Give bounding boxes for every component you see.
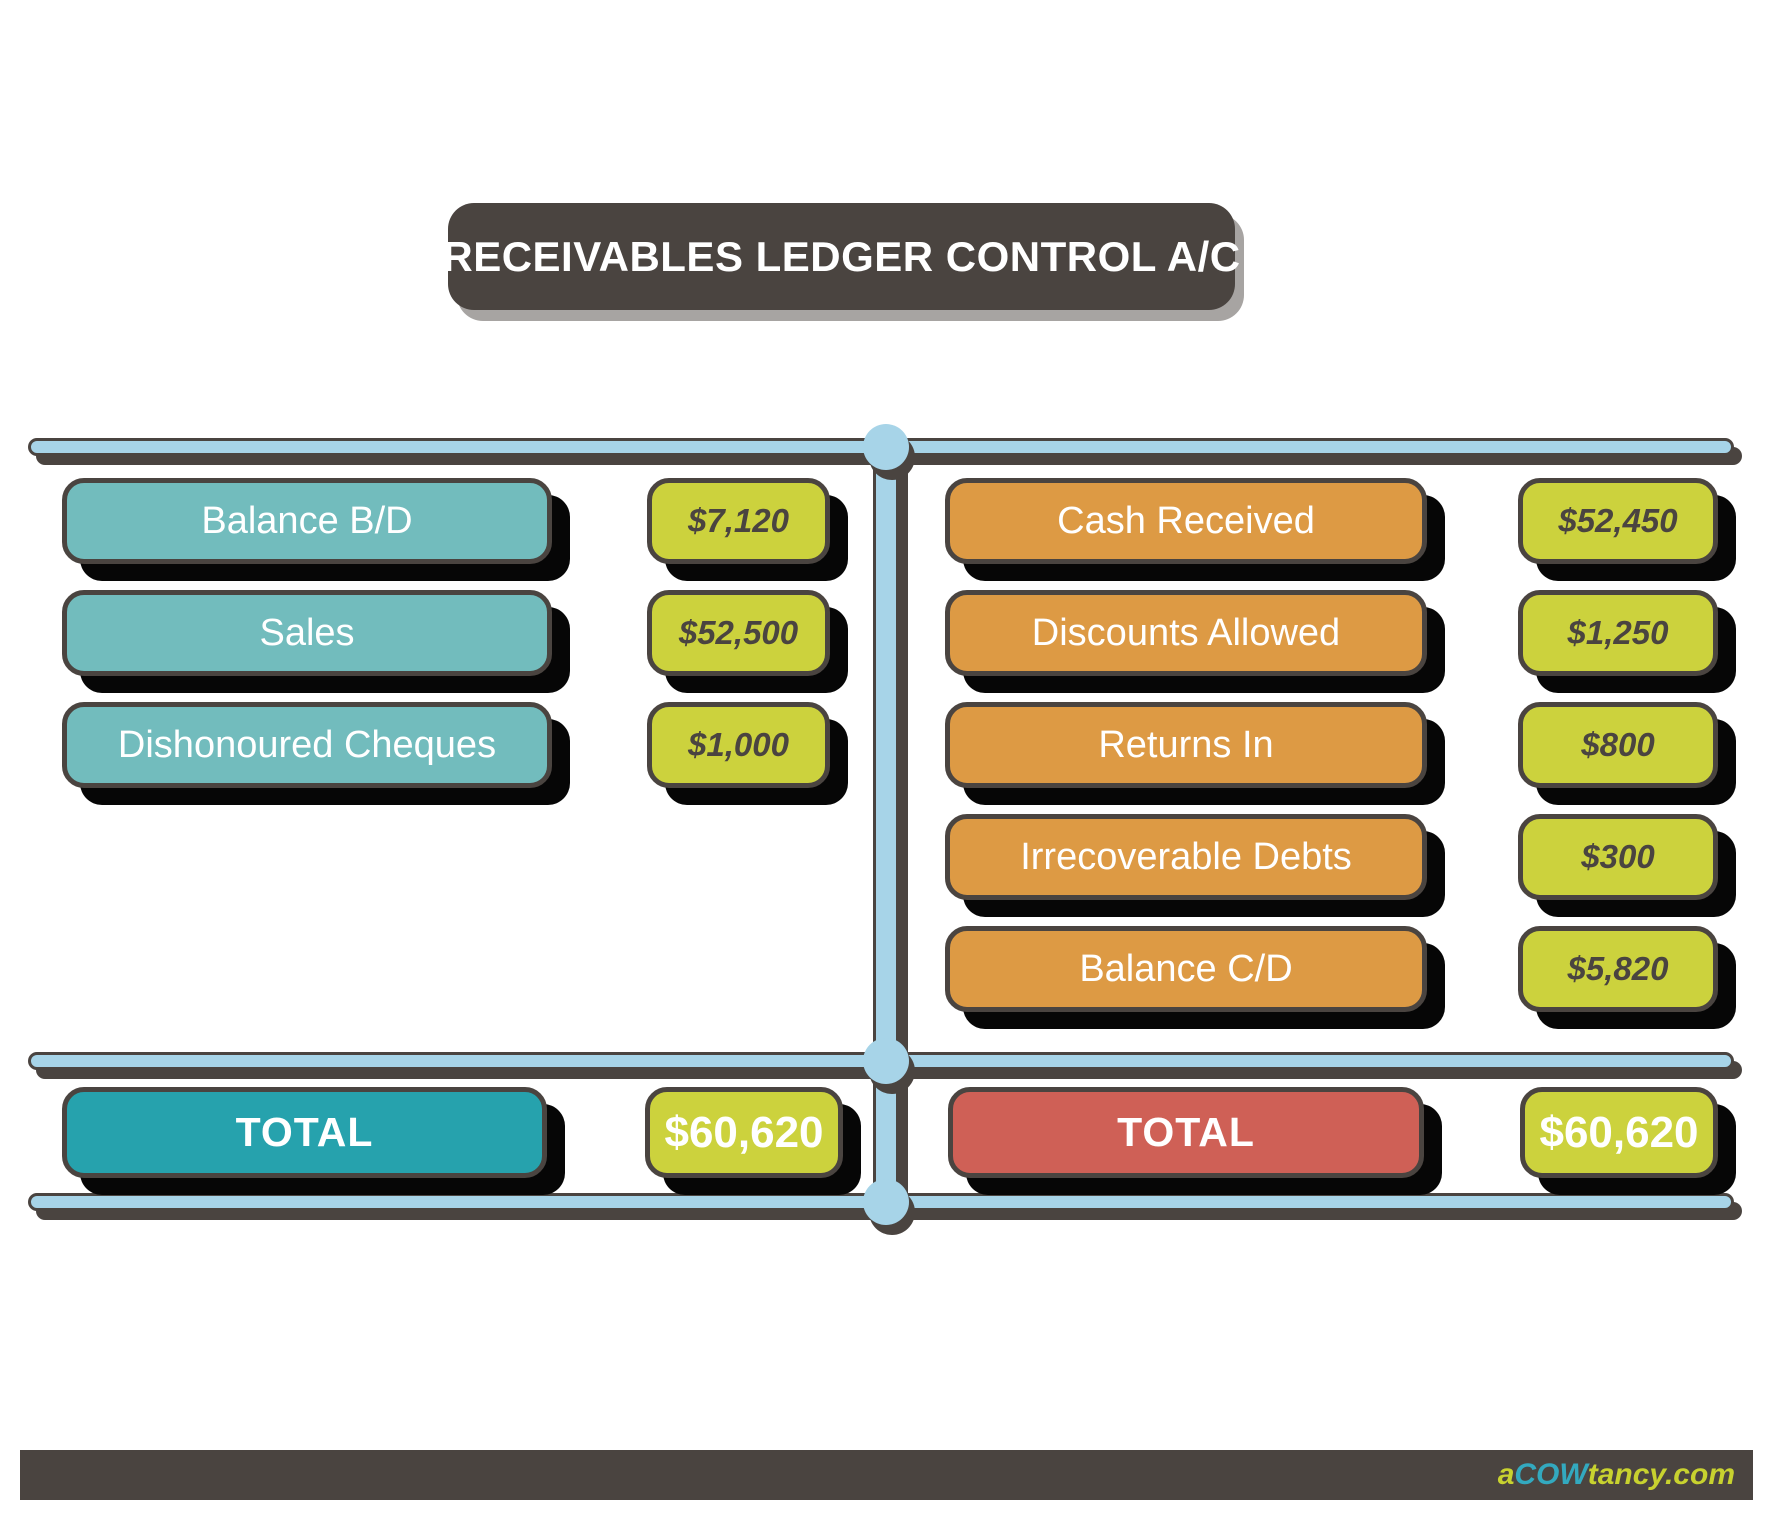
credit-total-value: $60,620 <box>1520 1087 1718 1178</box>
footer-bar: aCOWtancy.com <box>20 1450 1753 1500</box>
debit-row-label: Sales <box>62 590 552 676</box>
connector-node-bottom <box>863 1179 909 1225</box>
debit-total-value: $60,620 <box>645 1087 843 1178</box>
debit-total-label: TOTAL <box>62 1087 547 1178</box>
credit-row-label: Balance C/D <box>945 926 1427 1012</box>
debit-row-label: Balance B/D <box>62 478 552 564</box>
credit-row-value: $800 <box>1518 702 1718 788</box>
logo-prefix: a <box>1497 1458 1515 1491</box>
credit-row-value: $52,450 <box>1518 478 1718 564</box>
logo-highlight: COW <box>1514 1458 1588 1491</box>
center-divider-line <box>873 438 899 1212</box>
debit-row-label: Dishonoured Cheques <box>62 702 552 788</box>
debit-row-value: $1,000 <box>647 702 830 788</box>
acowtancy-logo: aCOWtancy.com <box>1498 1460 1735 1490</box>
logo-suffix: tancy.com <box>1587 1458 1735 1491</box>
credit-row-value: $300 <box>1518 814 1718 900</box>
connector-node-middle <box>863 1038 909 1084</box>
credit-total-label: TOTAL <box>948 1087 1424 1178</box>
diagram-title: RECEIVABLES LEDGER CONTROL A/C <box>442 203 1240 310</box>
connector-node-top <box>863 424 909 470</box>
debit-row-value: $52,500 <box>647 590 830 676</box>
credit-row-value: $1,250 <box>1518 590 1718 676</box>
credit-row-label: Discounts Allowed <box>945 590 1427 676</box>
credit-row-value: $5,820 <box>1518 926 1718 1012</box>
debit-row-value: $7,120 <box>647 478 830 564</box>
credit-row-label: Cash Received <box>945 478 1427 564</box>
credit-row-label: Irrecoverable Debts <box>945 814 1427 900</box>
credit-row-label: Returns In <box>945 702 1427 788</box>
